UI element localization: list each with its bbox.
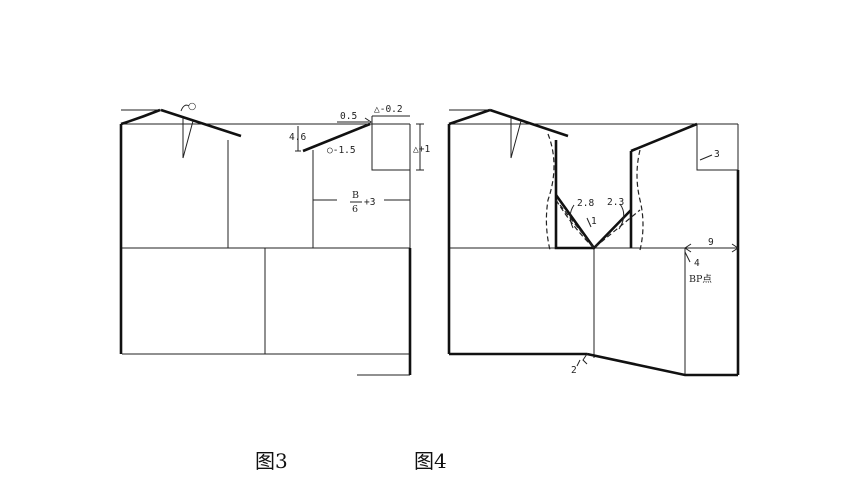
fig3-label-triangle-plus: △+1 — [413, 144, 430, 155]
figure-4: 3 2.8 2.3 1 9 4 BP点 2 — [447, 108, 740, 377]
figure-3-frame-lines — [121, 109, 411, 376]
fig4-label-2-3: 2.3 — [607, 197, 624, 208]
figure-4-bold-outline — [447, 108, 740, 377]
fig3-fraction-numerator: B — [352, 190, 359, 201]
figure-4-caption: 图4 — [414, 449, 447, 473]
figure-4-dashed-adjustments — [545, 133, 644, 251]
fig3-label-circle-minus: ○-1.5 — [327, 145, 356, 156]
figure-3-annotation-lines — [180, 104, 424, 203]
fig3-label-0-5: 0.5 — [340, 111, 357, 122]
fig3-fraction-denominator: 6 — [352, 204, 358, 215]
fig4-label-1: 1 — [591, 216, 597, 227]
figure-3-neck-dart — [182, 118, 194, 159]
fig4-label-2-8: 2.8 — [577, 198, 594, 209]
fig4-label-3: 3 — [714, 149, 720, 160]
fig3-label-triangle-minus: △-0.2 — [374, 104, 403, 115]
fig4-label-4: 4 — [694, 258, 700, 269]
figure-4-frame-lines — [449, 109, 739, 375]
figure-4-annotation-lines — [569, 154, 739, 367]
fig4-label-bp-point: BP点 — [689, 274, 712, 285]
figure-4-neck-dart — [510, 118, 522, 159]
figure-3-bold-outline — [119, 108, 412, 375]
fig4-label-2: 2 — [571, 365, 577, 376]
figure-3-caption: 图3 — [255, 449, 288, 473]
fig3-label-4-6: 4.6 — [289, 132, 306, 143]
fig3-circle-mark: ○ — [188, 101, 196, 112]
fig3-fraction-plus: +3 — [364, 197, 375, 208]
fig4-label-9: 9 — [708, 237, 714, 248]
figure-3: ○ 0.5 △-0.2 4.6 ○-1.5 △+1 B 6 +3 — [119, 101, 430, 376]
